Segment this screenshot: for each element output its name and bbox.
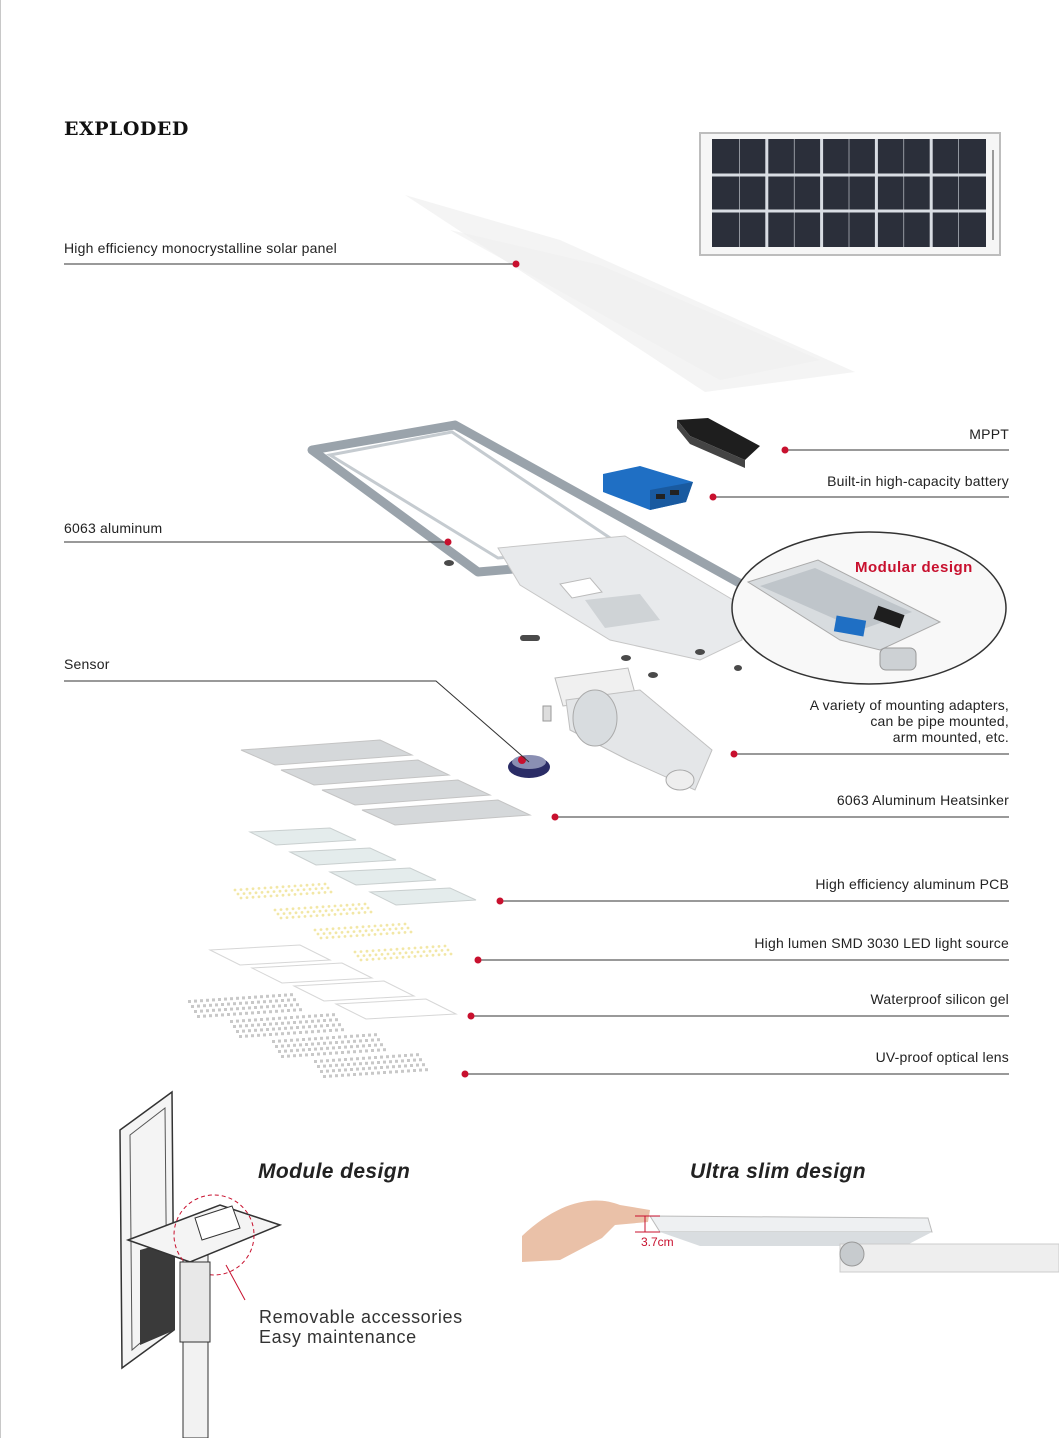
label-heatsinker: 6063 Aluminum Heatsinker [836, 792, 1009, 808]
pcb-plates [248, 827, 477, 906]
module-design-title: Module design [258, 1160, 411, 1183]
label-mppt: MPPT [969, 426, 1009, 442]
heatsink-plates [240, 739, 532, 826]
label-gel: Waterproof silicon gel [870, 991, 1009, 1007]
label-solar-panel: High efficiency monocrystalline solar pa… [64, 240, 337, 256]
label-sensor: Sensor [64, 656, 110, 672]
mounting-line-1: A variety of mounting adapters, [809, 697, 1009, 713]
modular-design-inset [731, 531, 1007, 685]
ultra-slim-illustration [522, 1200, 1059, 1273]
leader-dots [444, 260, 789, 1078]
thickness-measure: 3.7cm [641, 1235, 674, 1249]
page-left-rule [0, 0, 1, 1438]
solar-panel-image [699, 132, 1001, 256]
mppt-image [677, 418, 760, 468]
mounting-line-3: arm mounted, etc. [892, 729, 1009, 745]
label-lens: UV-proof optical lens [875, 1049, 1009, 1065]
mounting-line-2: can be pipe mounted, [870, 713, 1009, 729]
page-title: EXPLODED [64, 118, 189, 140]
label-aluminum: 6063 aluminum [64, 520, 163, 536]
label-battery: Built-in high-capacity battery [827, 473, 1009, 489]
sensor-image [508, 755, 550, 778]
caption-line-2: Easy maintenance [259, 1327, 417, 1347]
leader-lines [64, 263, 1009, 1075]
ultra-slim-title: Ultra slim design [690, 1160, 867, 1183]
label-modular-design: Modular design [855, 559, 973, 576]
module-design-illustration [119, 1090, 283, 1438]
label-led: High lumen SMD 3030 LED light source [754, 935, 1009, 951]
battery-image [603, 466, 693, 510]
optical-lens-arrays [188, 993, 428, 1078]
label-mounting-adapters: A variety of mounting adapters, can be p… [810, 697, 1009, 745]
mounting-adapter-image [554, 667, 713, 791]
module-caption: Removable accessories Easy maintenance [259, 1307, 463, 1347]
led-arrays [233, 882, 453, 962]
screws [444, 560, 742, 722]
caption-line-1: Removable accessories [259, 1307, 463, 1327]
label-pcb: High efficiency aluminum PCB [815, 876, 1009, 892]
silicon-gel-sheets [208, 944, 458, 1020]
